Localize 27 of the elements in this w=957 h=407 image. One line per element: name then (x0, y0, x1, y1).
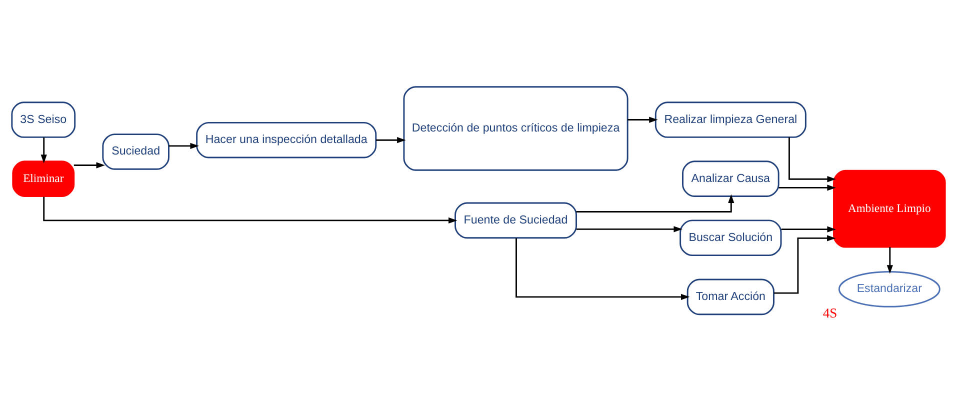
node-box: Eliminar (12, 160, 75, 196)
node-box: Tomar Acción (686, 278, 774, 315)
node-box: Hacer una inspección detallada (196, 121, 377, 158)
arrow (40, 137, 47, 163)
arrow (778, 184, 836, 190)
arrow (43, 196, 458, 224)
arrow (774, 234, 836, 294)
node-label: 4S (822, 304, 838, 320)
arrow (886, 246, 893, 274)
node-box: 3S Seiso (11, 101, 76, 138)
node-ellipse: Estandarizar (838, 270, 940, 307)
node-box: Suciedad (102, 133, 170, 170)
node-box: Ambiente Limpio (833, 169, 946, 248)
arrow (516, 238, 690, 300)
arrow (576, 226, 682, 232)
arrow (788, 136, 836, 182)
node-box: Realizar limpieza General (654, 101, 806, 138)
arrow (628, 116, 658, 122)
arrow (74, 162, 105, 168)
arrow (576, 194, 734, 212)
node-box: Fuente de Suciedad (454, 202, 577, 238)
arrow (168, 142, 199, 148)
arrow (376, 136, 406, 143)
node-box: Analizar Causa (682, 160, 780, 196)
arrow (781, 226, 836, 232)
node-box: Detección de puntos críticos de limpieza (403, 86, 628, 170)
node-box: Buscar Solución (680, 219, 782, 256)
